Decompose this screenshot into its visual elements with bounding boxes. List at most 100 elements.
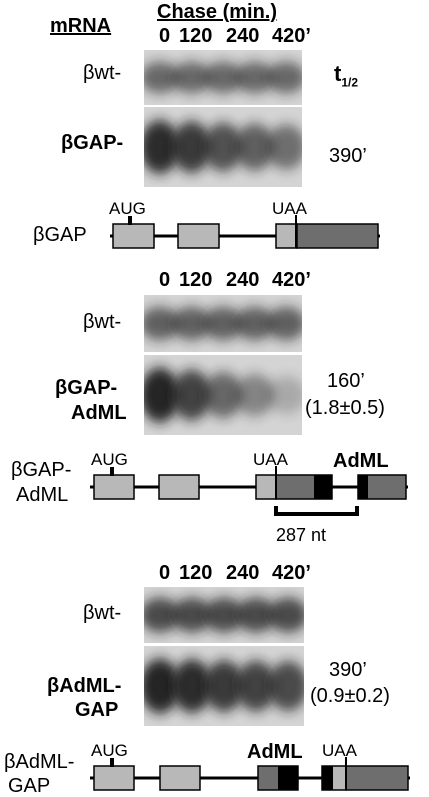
blot-image xyxy=(144,355,302,435)
blot-band xyxy=(203,306,243,341)
timepoint-label: 240 xyxy=(226,25,260,47)
blot-image xyxy=(144,587,304,643)
blot-band xyxy=(236,660,276,712)
adml-label: AdML xyxy=(247,741,303,763)
sample-lane-label-1: βAdML- xyxy=(47,675,122,697)
half-life-value: 160’ xyxy=(327,370,365,392)
blot-p3-ref xyxy=(144,587,304,643)
blot-band xyxy=(144,367,180,423)
blot-band xyxy=(144,61,180,94)
blot-p3-sample xyxy=(144,646,304,726)
blot-image xyxy=(144,295,302,352)
blot-image xyxy=(144,50,302,105)
blot-band xyxy=(172,659,212,713)
blot-band xyxy=(171,369,211,421)
exon-1 xyxy=(112,223,155,249)
adml-label: AdML xyxy=(333,450,389,472)
blot-band xyxy=(203,372,243,418)
uaa-label: UAA xyxy=(253,450,289,469)
timepoint-label: 120 xyxy=(179,25,213,47)
aug-marker xyxy=(128,216,132,225)
blot-band xyxy=(266,124,302,170)
blot-band xyxy=(235,374,275,416)
timepoint-label: 0 xyxy=(159,562,171,584)
blot-band xyxy=(204,597,244,633)
blot-band xyxy=(144,120,180,174)
timepoint-label: 0 xyxy=(159,25,171,47)
exon-1 xyxy=(93,474,135,500)
uaa-label: UAA xyxy=(322,741,358,760)
half-life-value: 390’ xyxy=(329,659,367,681)
blot-band xyxy=(172,597,212,633)
timepoint-label: 240 xyxy=(226,269,260,291)
blot-band xyxy=(235,61,275,94)
adml-element-block xyxy=(322,766,333,790)
blot-band xyxy=(204,660,244,712)
adml-element-block xyxy=(278,766,298,790)
blot-band xyxy=(171,121,211,173)
construct-name: βGAP xyxy=(33,224,87,246)
aug-marker xyxy=(110,758,114,767)
blot-band xyxy=(171,306,211,341)
exon-3-utr xyxy=(345,765,409,791)
half-life-header: t1/2 xyxy=(334,61,359,90)
blot-p2-ref xyxy=(144,295,302,352)
half-life-value: 390’ xyxy=(329,145,367,167)
timepoint-label: 420’ xyxy=(272,25,311,47)
blot-band xyxy=(203,61,243,94)
blot-band xyxy=(171,61,211,94)
blot-image xyxy=(144,646,304,726)
blot-band xyxy=(203,122,243,172)
half-life-subscript: 1/2 xyxy=(341,75,359,90)
ref-lane-label: βwt- xyxy=(83,602,122,624)
blot-band xyxy=(235,123,275,171)
sample-lane-label-2: GAP xyxy=(75,699,119,721)
ref-lane-label: βwt- xyxy=(83,62,122,84)
timepoint-label: 420’ xyxy=(272,269,311,291)
construct-name-1: βAdML- xyxy=(4,751,75,773)
exon-3-utr xyxy=(296,223,379,249)
blot-band xyxy=(235,306,275,341)
construct-name-1: βGAP- xyxy=(11,459,72,481)
blot-band xyxy=(266,61,302,94)
exon-4-utr xyxy=(357,474,407,500)
half-life-ratio: (0.9±0.2) xyxy=(310,685,390,707)
half-life-ratio: (1.8±0.5) xyxy=(305,397,385,419)
exon-2 xyxy=(159,765,201,791)
aug-label: AUG xyxy=(91,741,128,760)
construct-name-2: AdML xyxy=(16,484,69,506)
distance-bracket xyxy=(274,506,359,516)
chase-header: Chase (min.) xyxy=(157,1,278,23)
half-life-t: t xyxy=(334,61,342,86)
exon-2 xyxy=(177,223,220,249)
timepoint-label: 420’ xyxy=(272,562,311,584)
blot-band xyxy=(144,658,180,714)
blot-image xyxy=(144,107,302,187)
timepoint-label: 120 xyxy=(179,269,213,291)
blot-band xyxy=(236,597,276,633)
adml-element-block xyxy=(314,475,332,499)
exon-3-coding xyxy=(255,474,277,500)
exon-3-coding xyxy=(275,223,298,249)
timepoint-label: 0 xyxy=(159,269,171,291)
adml-element-block xyxy=(358,475,368,499)
ref-lane-label: βwt- xyxy=(83,311,122,333)
blot-band xyxy=(144,306,180,341)
sample-lane-label-2: AdML xyxy=(71,402,127,424)
sample-lane-label: βGAP- xyxy=(61,132,124,154)
blot-band xyxy=(268,661,304,711)
blot-band xyxy=(266,306,302,341)
distance-label: 287 nt xyxy=(276,525,326,545)
timepoint-label: 240 xyxy=(226,562,260,584)
mrna-header: mRNA xyxy=(50,15,112,37)
uaa-label: UAA xyxy=(272,199,308,218)
aug-marker xyxy=(110,467,114,476)
exon-2 xyxy=(158,474,200,500)
blot-p2-sample xyxy=(144,355,302,435)
aug-label: AUG xyxy=(109,199,146,218)
blot-band xyxy=(144,597,180,633)
timepoint-label: 120 xyxy=(179,562,213,584)
blot-band xyxy=(266,376,302,414)
exon-3-utr xyxy=(275,474,333,500)
exon-3-coding xyxy=(321,765,347,791)
